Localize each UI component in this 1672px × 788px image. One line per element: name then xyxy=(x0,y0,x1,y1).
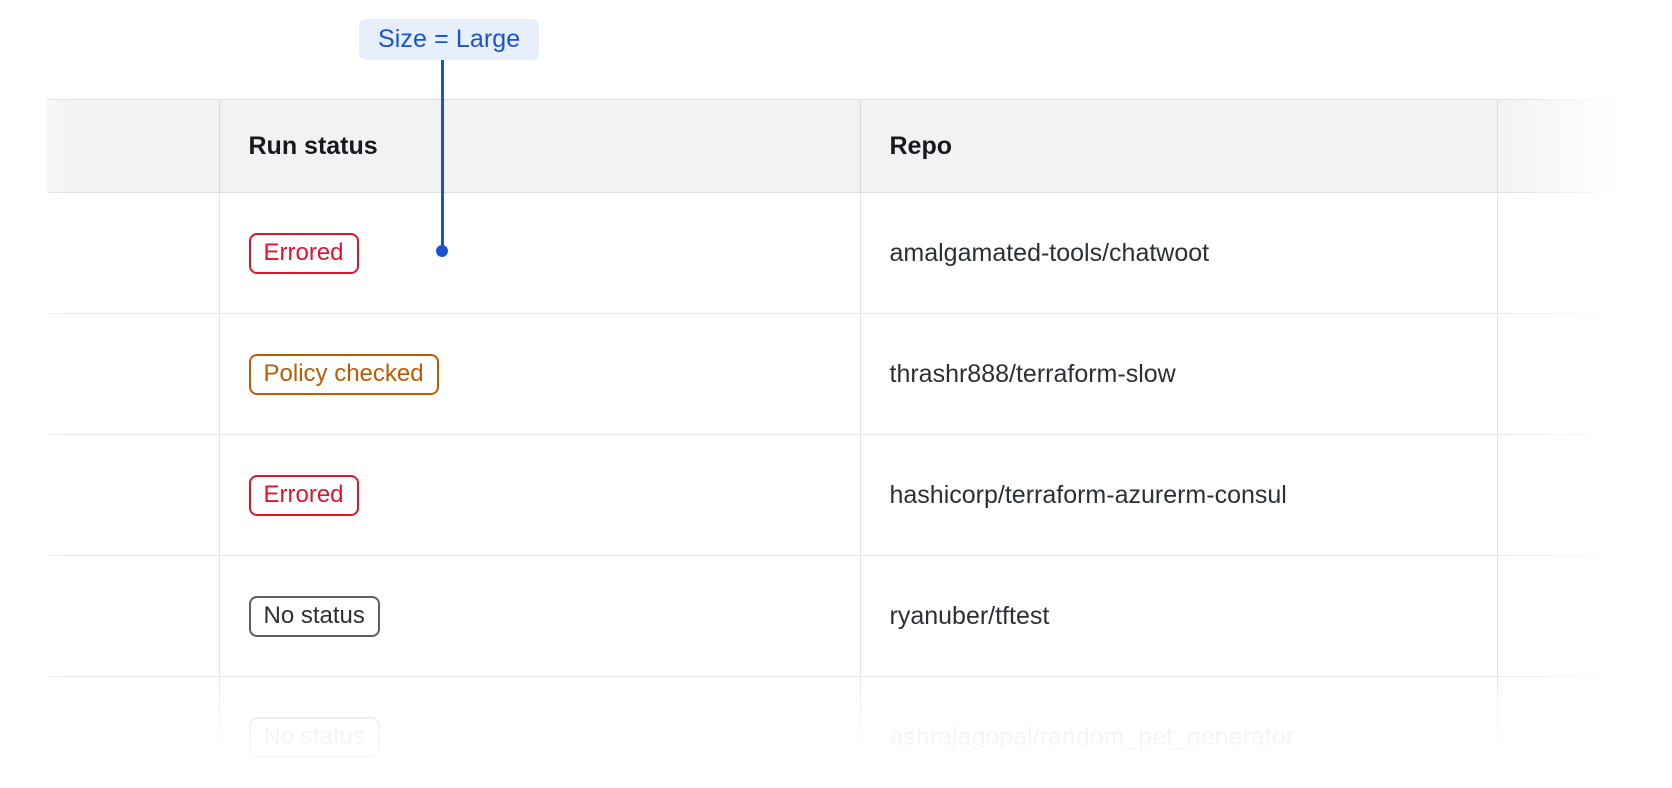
row-tail-cell xyxy=(1496,555,1665,677)
repo-name[interactable]: hashicorp/terraform-azurerm-consul xyxy=(889,480,1287,509)
row-spacer-cell xyxy=(47,555,219,677)
run-status-cell: No status xyxy=(218,555,860,677)
status-badge[interactable]: Errored xyxy=(248,474,359,516)
repo-cell: thrashr888/terraform-slow xyxy=(859,313,1497,435)
size-annotation-chip[interactable]: Size = Large xyxy=(359,19,540,60)
run-status-table: Run status Repo Errored amalgamated-tools… xyxy=(47,99,1665,788)
repo-cell: ashrajagopal/random_pet_generator xyxy=(859,676,1497,788)
run-status-cell: Errored xyxy=(218,192,860,314)
status-badge-label: No status xyxy=(263,723,365,750)
table-header: Run status Repo xyxy=(47,99,1665,193)
row-tail-cell xyxy=(1496,192,1665,314)
status-badge-label: Policy checked xyxy=(263,360,424,387)
table-row[interactable]: Errored hashicorp/terraform-azurerm-consu… xyxy=(47,434,1665,556)
column-header-run-status-label: Run status xyxy=(248,131,378,160)
column-header-repo-label: Repo xyxy=(889,131,953,160)
status-badge-label: Errored xyxy=(263,481,344,508)
row-tail-cell xyxy=(1496,676,1665,788)
run-status-cell: Policy checked xyxy=(218,313,860,435)
table-row[interactable]: Errored amalgamated-tools/chatwoot xyxy=(47,192,1665,314)
status-badge-label: No status xyxy=(263,602,365,629)
status-badge[interactable]: No status xyxy=(248,595,380,637)
repo-name[interactable]: thrashr888/terraform-slow xyxy=(889,359,1176,388)
column-header-spacer xyxy=(47,99,219,193)
repo-cell: ryanuber/tftest xyxy=(859,555,1497,677)
run-status-cell: No status xyxy=(218,676,860,788)
row-tail-cell xyxy=(1496,434,1665,556)
row-spacer-cell xyxy=(47,192,219,314)
status-badge[interactable]: Errored xyxy=(248,232,359,274)
row-tail-cell xyxy=(1496,313,1665,435)
column-header-run-status[interactable]: Run status xyxy=(218,99,860,193)
table-row[interactable]: No status ashrajagopal/random_pet_generat… xyxy=(47,676,1665,788)
status-badge[interactable]: Policy checked xyxy=(248,353,439,395)
row-spacer-cell xyxy=(47,677,219,788)
repo-cell: hashicorp/terraform-azurerm-consul xyxy=(859,434,1497,556)
repo-name[interactable]: amalgamated-tools/chatwoot xyxy=(889,238,1210,267)
row-spacer-cell xyxy=(47,434,219,556)
table-row[interactable]: No status ryanuber/tftest xyxy=(47,555,1665,677)
status-badge[interactable]: No status xyxy=(248,716,380,758)
repo-name[interactable]: ashrajagopal/random_pet_generator xyxy=(889,722,1294,751)
repo-name[interactable]: ryanuber/tftest xyxy=(889,601,1050,630)
row-spacer-cell xyxy=(47,313,219,435)
size-annotation-label: Size = Large xyxy=(378,25,521,53)
run-status-cell: Errored xyxy=(218,434,860,556)
table-header-row: Run status Repo xyxy=(47,99,1665,193)
table-row[interactable]: Policy checked thrashr888/terraform-slow xyxy=(47,313,1665,435)
column-header-tail xyxy=(1496,99,1665,193)
column-header-repo[interactable]: Repo xyxy=(859,99,1497,193)
repo-cell: amalgamated-tools/chatwoot xyxy=(859,192,1497,314)
status-badge-label: Errored xyxy=(263,239,344,266)
